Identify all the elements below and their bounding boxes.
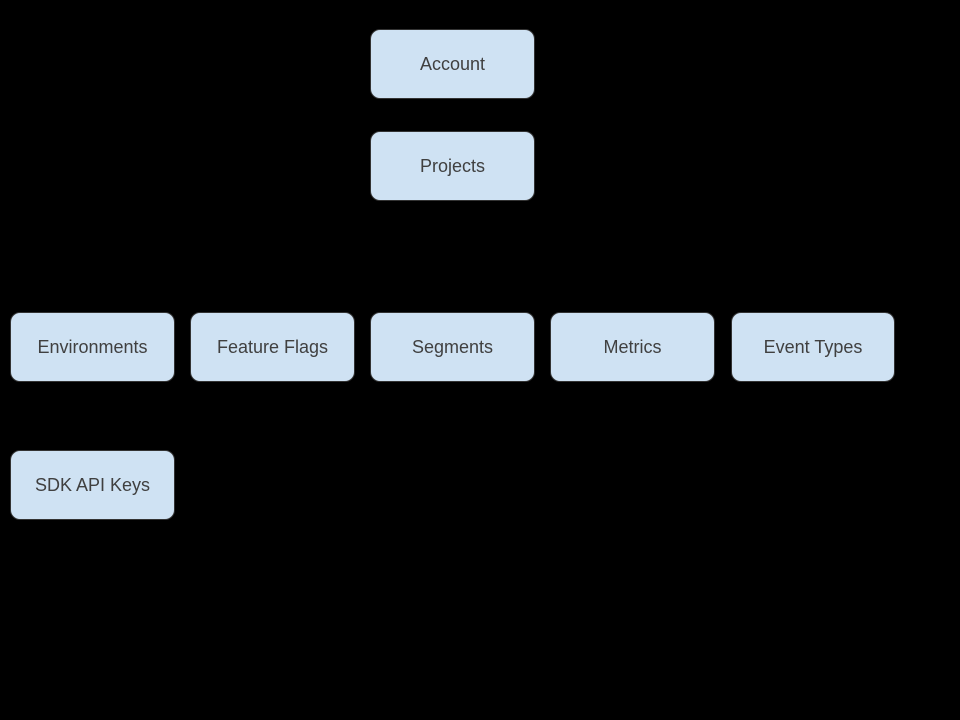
- diagram-node-label: Account: [419, 54, 486, 74]
- diagram-node-label: Segments: [411, 337, 494, 357]
- diagram-node-account: Account: [370, 29, 535, 99]
- diagram-node-label: SDK API Keys: [34, 475, 151, 495]
- diagram-node-label: Metrics: [603, 337, 662, 357]
- diagram-node-label: Feature Flags: [216, 337, 329, 357]
- diagram-node-label: Projects: [419, 156, 486, 176]
- diagram-node-sdk-api-keys: SDK API Keys: [10, 450, 175, 520]
- diagram-node-event-types: Event Types: [731, 312, 895, 382]
- diagram-node-label: Event Types: [763, 337, 863, 357]
- diagram-node-label: Environments: [37, 337, 148, 357]
- diagram-node-projects: Projects: [370, 131, 535, 201]
- diagram-node-segments: Segments: [370, 312, 535, 382]
- diagram-node-metrics: Metrics: [550, 312, 715, 382]
- diagram-node-feature-flags: Feature Flags: [190, 312, 355, 382]
- diagram-node-environments: Environments: [10, 312, 175, 382]
